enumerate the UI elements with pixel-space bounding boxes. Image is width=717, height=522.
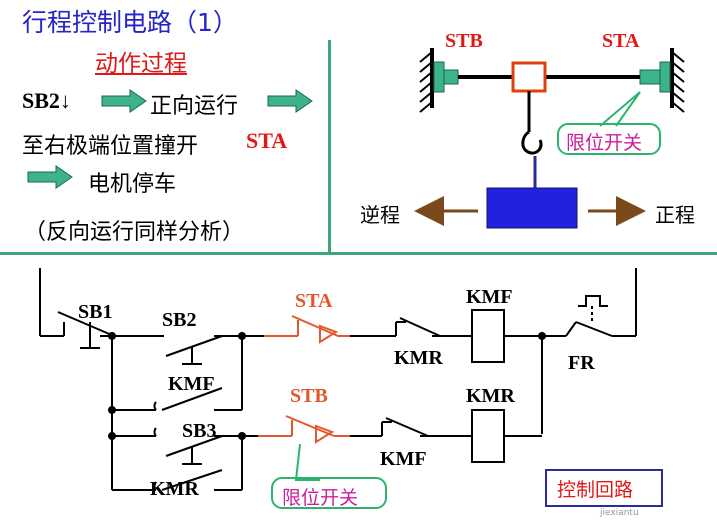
kmr-aux-label: KMR	[150, 478, 199, 500]
callout-pointer-bottom	[294, 443, 320, 481]
stb-label: STB	[445, 30, 483, 52]
arrow-icon-1	[101, 89, 147, 113]
stb-switch-block	[433, 61, 459, 93]
stb-contact	[258, 415, 350, 444]
step1-text: 正向运行	[150, 94, 239, 119]
fr-label: FR	[568, 352, 595, 374]
stb-circuit-label: STB	[290, 385, 328, 407]
arrow-icon-3	[27, 165, 73, 189]
step2-text: 至右极端位置撞开	[22, 134, 199, 159]
kmr-interlock-label: KMR	[394, 347, 443, 369]
load-block	[486, 187, 578, 229]
kmf-aux-label: KMF	[168, 373, 215, 395]
callout-pointer-top	[599, 91, 641, 127]
step3-text: 电机停车	[88, 172, 177, 197]
step2-key: STA	[246, 128, 288, 153]
junctions	[108, 332, 546, 440]
sb1-label: SB1	[78, 301, 113, 323]
section-heading: 动作过程	[95, 51, 187, 77]
vertical-divider	[328, 40, 331, 252]
right-wall	[670, 48, 685, 113]
control-loop-label: 控制回路	[557, 479, 634, 501]
kmr-coil-label: KMR	[466, 385, 515, 407]
watermark: jiexiantu	[600, 508, 639, 518]
left-wall	[419, 48, 434, 113]
callout-box-top	[557, 123, 661, 155]
step-note: （反向运行同样分析）	[24, 220, 245, 245]
trolley	[511, 61, 547, 93]
reverse-label: 逆程	[360, 203, 400, 227]
horizontal-divider	[0, 252, 717, 255]
sta-contact	[264, 315, 350, 344]
limit-switch-label-top: 限位开关	[566, 132, 643, 154]
forward-label: 正程	[655, 203, 695, 227]
sb3-label: SB3	[182, 420, 217, 442]
step1-key: SB2↓	[22, 88, 71, 113]
circuit-wires	[39, 268, 637, 491]
arrow-icon-2	[267, 89, 313, 113]
sta-circuit-label: STA	[295, 290, 333, 312]
page-title: 行程控制电路（1）	[22, 8, 238, 37]
limit-switch-label-bottom: 限位开关	[282, 487, 359, 509]
sta-label: STA	[602, 30, 640, 52]
kmf-interlock-label: KMF	[380, 448, 427, 470]
sta-switch-block	[639, 61, 671, 93]
sb2-label: SB2	[162, 309, 197, 331]
kmf-coil-label: KMF	[466, 286, 513, 308]
hook-icon	[521, 130, 543, 155]
control-loop-box	[545, 469, 663, 507]
callout-box-bottom	[271, 477, 387, 509]
